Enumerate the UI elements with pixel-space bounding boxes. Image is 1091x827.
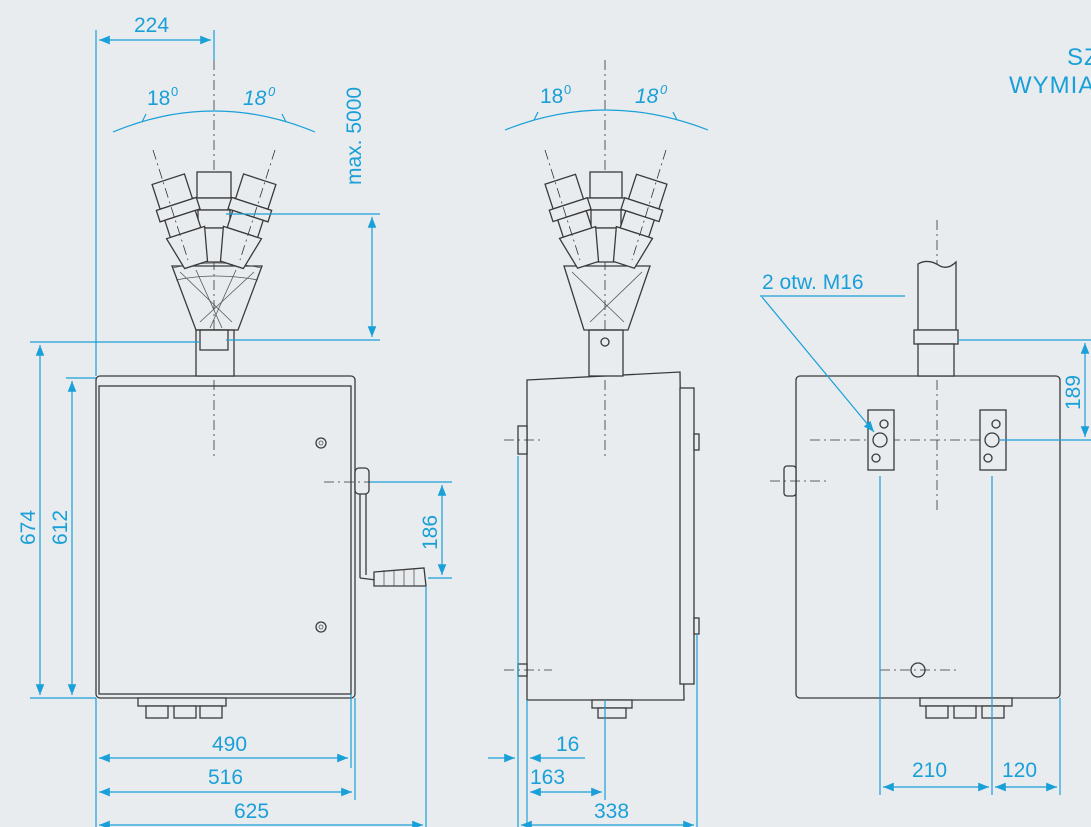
door-screw-top [315,437,327,449]
dim-674: 674 [17,510,40,545]
rear-view: 2 otw. M16 189 210 120 [760,220,1091,795]
dim-625: 625 [234,800,269,823]
side-door-edge [679,387,695,685]
rear-pipe [917,260,957,331]
rear-cable-glands [919,697,1013,719]
dim-490: 490 [212,733,247,756]
front-door [98,385,352,695]
mounting-bracket-left [867,409,895,471]
dim-338: 338 [594,800,629,823]
side-neck [588,329,624,377]
dim-16: 16 [556,733,579,756]
holes-leader-line [761,296,875,433]
crank-handle [324,467,450,587]
angle-right-sup: 0 [268,84,276,99]
heading-line-1: SZ [1067,44,1091,71]
dim-163: 163 [530,766,565,789]
side-angle-right-label: 18 [635,85,659,108]
dim-max-5000: max. 5000 [343,87,366,185]
angle-left-label: 18 [147,87,170,110]
front-enclosure [95,375,356,699]
dim-186: 186 [419,515,442,550]
cable-glands [137,697,227,719]
rear-enclosure [795,375,1061,699]
side-enclosure [526,371,685,701]
dim-516: 516 [208,766,243,789]
front-view: 18 0 18 0 224 max. 5000 674 612 186 [17,14,452,827]
side-angle-right-sup: 0 [660,82,668,97]
side-swing-arc [504,109,709,131]
dim-210: 210 [912,759,947,782]
holes-label: 2 otw. M16 [762,271,864,294]
dim-224: 224 [134,14,169,37]
side-angle-left-sup: 0 [564,82,571,97]
swing-arc [112,110,316,133]
dim-189: 189 [1062,375,1085,410]
angle-left-sup: 0 [171,84,178,99]
side-nozzle-assembly [544,149,668,331]
side-angle-left-label: 18 [540,85,563,108]
drawing-heading: SZ WYMIAR [1009,44,1091,100]
side-view: 18 0 18 0 16 163 338 [488,60,709,827]
side-cable-glands [591,699,633,719]
angle-right-label: 18 [243,87,267,110]
heading-line-2: WYMIAR [1009,72,1091,99]
dim-120: 120 [1002,759,1037,782]
nozzle-assembly [151,149,277,331]
door-screw-bottom [315,621,327,633]
dim-612: 612 [49,510,72,545]
